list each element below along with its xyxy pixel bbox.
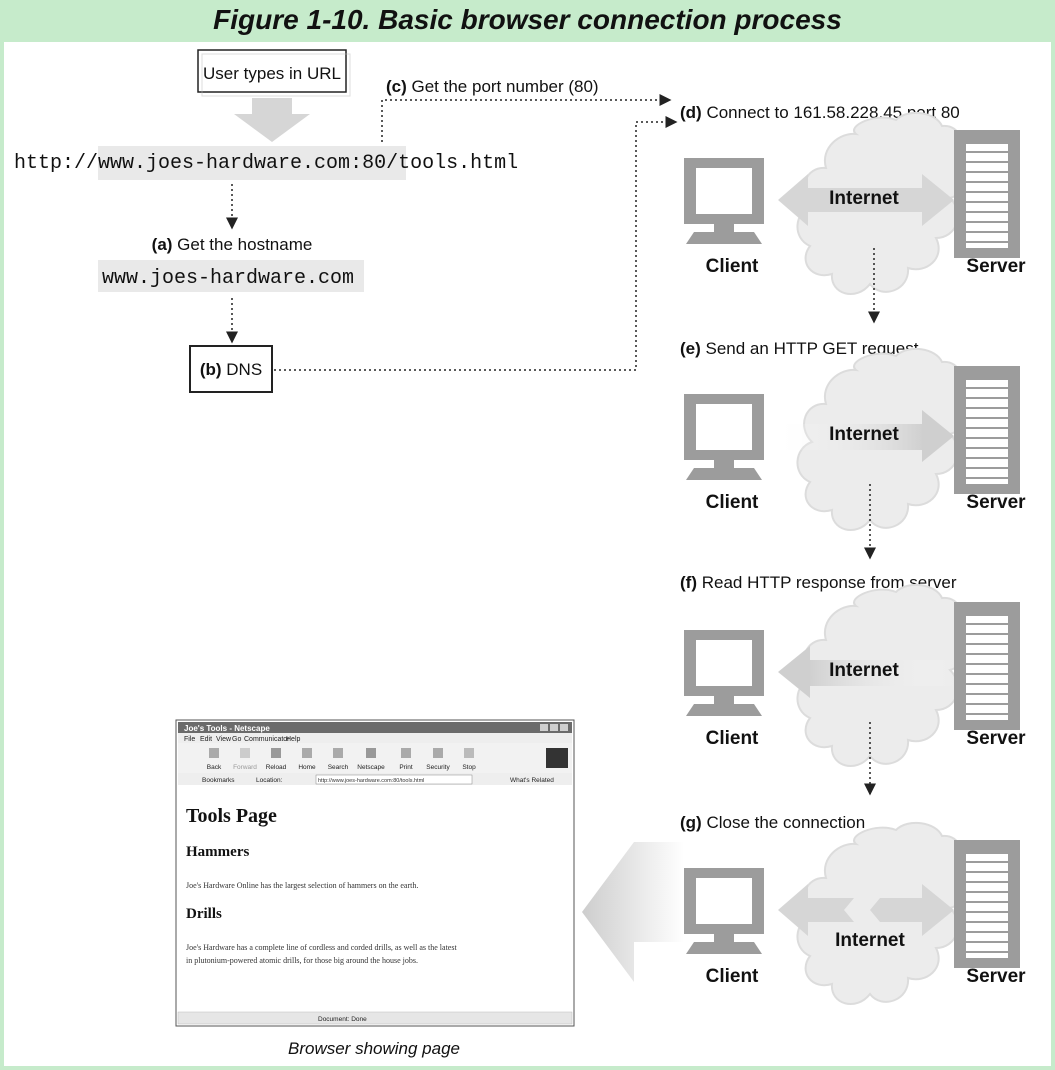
menu-communicator[interactable]: Communicator	[244, 736, 290, 743]
internet-label: Internet	[829, 188, 899, 209]
port-to-connect-arrow	[381, 94, 672, 142]
svg-text:Search: Search	[328, 764, 349, 771]
client-label: Client	[706, 966, 759, 987]
client-monitor-icon	[684, 868, 764, 954]
location-label: Location:	[256, 777, 283, 784]
svg-text:Back: Back	[207, 764, 222, 771]
url-text: http://www.joes-hardware.com:80/tools.ht…	[14, 152, 518, 175]
client-label: Client	[706, 492, 759, 513]
down-arrow-shape	[234, 98, 310, 142]
url-port-highlight	[378, 146, 406, 180]
user-types-url-box: User types in URL	[197, 49, 351, 97]
svg-text:Reload: Reload	[266, 764, 287, 771]
browser-status-bar	[177, 1011, 573, 1025]
step-c-label: (c) Get the port number (80)	[386, 77, 599, 96]
client-label: Client	[706, 728, 759, 749]
whats-related-button[interactable]: What's Related	[510, 777, 554, 784]
dns-box: (b) DNS	[189, 345, 273, 393]
figure-title: Figure 1-10. Basic browser connection pr…	[213, 4, 842, 35]
security-button[interactable]: Security	[426, 748, 450, 771]
step-a-label: (a) Get the hostname	[152, 235, 313, 254]
svg-text:Print: Print	[399, 764, 413, 771]
menu-go[interactable]: Go	[232, 736, 241, 743]
server-icon	[953, 839, 1021, 969]
menu-view[interactable]: View	[216, 736, 232, 743]
home-button[interactable]: Home	[298, 748, 316, 771]
reload-button[interactable]: Reload	[266, 748, 287, 771]
page-heading: Tools Page	[186, 805, 277, 827]
browser-caption: Browser showing page	[288, 1039, 460, 1058]
menu-file[interactable]: File	[184, 736, 195, 743]
client-monitor-icon	[684, 630, 764, 716]
hammers-paragraph: Joe's Hardware Online has the largest se…	[186, 881, 418, 890]
bidirectional-arrow	[778, 174, 954, 226]
broken-arrow-right	[870, 884, 954, 936]
big-left-arrow	[582, 842, 684, 982]
drills-paragraph-line1: Joe's Hardware has a complete line of co…	[186, 943, 457, 952]
server-icon	[953, 129, 1021, 259]
status-text: Document: Done	[318, 1016, 367, 1023]
server-label: Server	[966, 966, 1026, 987]
client-monitor-icon	[684, 394, 764, 480]
response-arrow	[778, 646, 810, 698]
client-monitor-icon	[684, 158, 764, 244]
client-label: Client	[706, 256, 759, 277]
svg-text:Netscape: Netscape	[357, 764, 385, 771]
browser-title-bar	[178, 722, 572, 733]
bookmarks-button[interactable]: Bookmarks	[202, 777, 235, 784]
minimize-button[interactable]	[540, 724, 548, 731]
hammers-heading: Hammers	[186, 844, 249, 860]
internet-label: Internet	[835, 930, 905, 951]
diagram-panel: User types in URL http://www.joes-hardwa…	[4, 42, 1051, 1066]
panel-g: Internet Client Server	[684, 821, 1026, 1006]
svg-text:Security: Security	[426, 764, 450, 771]
location-input[interactable]	[315, 774, 473, 785]
internet-label: Internet	[829, 660, 899, 681]
forward-button[interactable]: Forward	[233, 748, 257, 771]
netscape-logo-icon	[546, 748, 568, 768]
search-button[interactable]: Search	[328, 748, 349, 771]
panel-f: Internet Client Server	[684, 583, 1026, 768]
browser-window: Joe's Tools - Netscape File Edit View Go…	[175, 719, 575, 1027]
connection-diagram: User types in URL http://www.joes-hardwa…	[14, 49, 1026, 1058]
drills-heading: Drills	[186, 906, 222, 922]
hostname-value: www.joes-hardware.com	[102, 267, 354, 290]
server-label: Server	[966, 256, 1026, 277]
server-label: Server	[966, 492, 1026, 513]
svg-text:Home: Home	[298, 764, 316, 771]
server-icon	[953, 601, 1021, 731]
menu-edit[interactable]: Edit	[200, 736, 212, 743]
print-button[interactable]: Print	[399, 748, 413, 771]
broken-arrow-left	[778, 884, 854, 936]
panel-d: Internet Client Server	[684, 111, 1026, 296]
browser-menu-bar: File Edit View Go Communicator Help	[184, 736, 301, 743]
stop-button[interactable]: Stop	[462, 748, 476, 771]
step-f-label: (f) Read HTTP response from server	[680, 573, 957, 592]
request-arrow	[922, 410, 954, 462]
step-d-label: (d) Connect to 161.58.228.45 port 80	[680, 103, 960, 122]
netscape-button[interactable]: Netscape	[357, 748, 385, 771]
panel-e: Internet Client Server	[684, 347, 1026, 532]
step-e-label: (e) Send an HTTP GET request	[680, 339, 919, 358]
server-icon	[953, 365, 1021, 495]
step-g-label: (g) Close the connection	[680, 813, 865, 832]
close-button[interactable]	[560, 724, 568, 731]
drills-paragraph-line2: in plutonium-powered atomic drills, for …	[186, 956, 418, 965]
maximize-button[interactable]	[550, 724, 558, 731]
menu-help[interactable]: Help	[286, 736, 301, 743]
back-button[interactable]: Back	[207, 748, 222, 771]
server-label: Server	[966, 728, 1026, 749]
browser-window-title: Joe's Tools - Netscape	[184, 724, 270, 733]
location-value: http://www.joes-hardware.com:80/tools.ht…	[318, 778, 424, 784]
svg-text:Stop: Stop	[462, 764, 476, 771]
user-types-url-label: User types in URL	[203, 64, 341, 83]
svg-text:Forward: Forward	[233, 764, 257, 771]
url-host-highlight	[98, 146, 380, 180]
dns-to-connect-arrow	[274, 116, 678, 371]
hostname-highlight	[98, 260, 364, 292]
step-b-label: (b) DNS	[200, 360, 262, 379]
internet-label: Internet	[829, 424, 899, 445]
